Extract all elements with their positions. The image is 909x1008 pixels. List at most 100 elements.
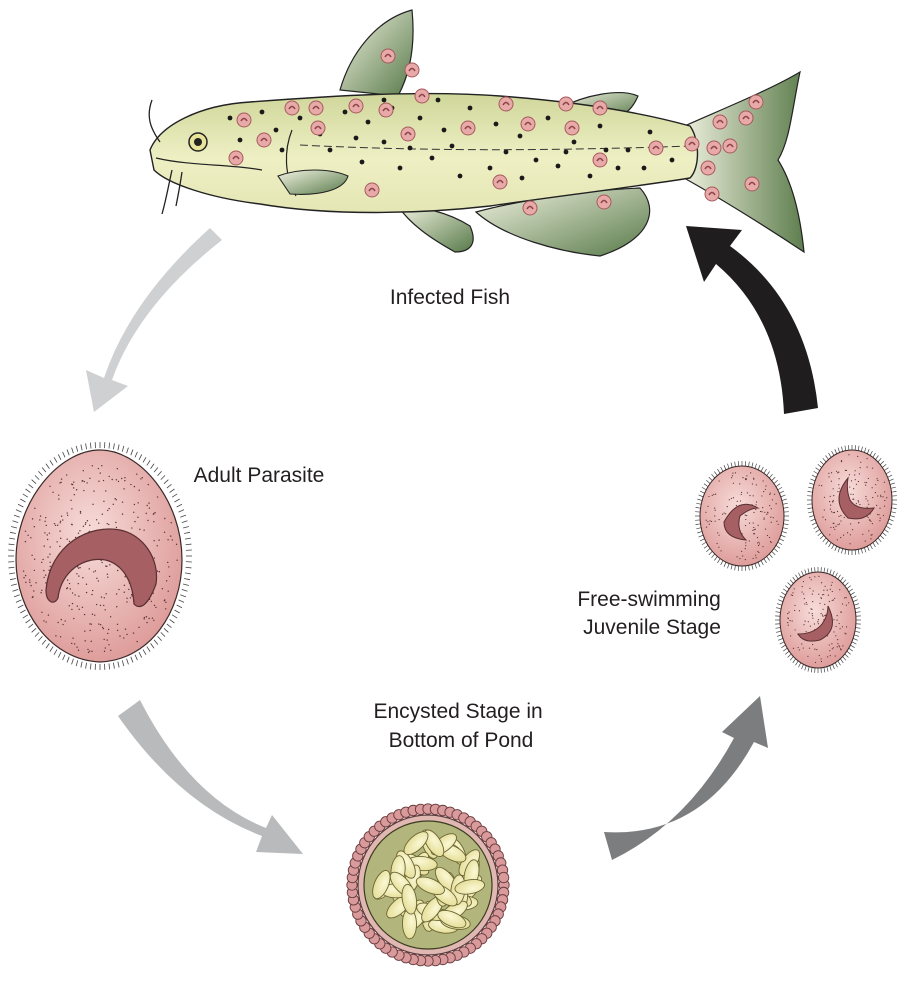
cilium (777, 635, 782, 637)
stipple-dot (762, 546, 763, 547)
cilium (180, 515, 186, 517)
stipple-dot (108, 524, 109, 525)
stipple-dot (750, 472, 751, 473)
stipple-dot (79, 567, 80, 568)
stipple-dot (61, 619, 62, 620)
stipple-dot (810, 625, 811, 626)
stipple-dot (107, 510, 108, 511)
cilium (717, 559, 720, 563)
stipple-dot (835, 635, 836, 636)
cilium (779, 491, 783, 493)
tail-fin (680, 72, 804, 252)
stipple-dot (114, 498, 115, 499)
label-free-swimming: Free-swimming Juvenile Stage (577, 588, 726, 639)
stipple-dot (829, 644, 830, 645)
stipple-dot (753, 512, 754, 513)
stipple-dot (834, 512, 835, 513)
fish-parasite-spot (597, 195, 611, 209)
stipple-dot (154, 557, 155, 558)
cilium (858, 446, 859, 451)
stipple-dot (116, 593, 117, 594)
stipple-dot (170, 535, 171, 536)
stipple-dot (70, 588, 71, 589)
cilium (776, 545, 780, 548)
cilium (752, 463, 753, 468)
cilium (58, 454, 61, 459)
stipple-dot (118, 481, 119, 482)
stipple-dot (58, 498, 59, 499)
cilium (58, 652, 61, 657)
stipple-dot (139, 529, 140, 530)
stipple-dot (787, 622, 788, 623)
stipple-dot (829, 650, 830, 651)
arrow-adult-to-cyst (118, 700, 303, 854)
stipple-dot (98, 522, 99, 523)
cilium (179, 600, 184, 602)
stipple-dot (79, 530, 80, 531)
stipple-dot (34, 508, 35, 509)
stipple-dot (811, 579, 812, 580)
stipple-dot (717, 543, 718, 544)
stipple-dot (880, 518, 881, 519)
stipple-dot (865, 541, 866, 542)
stipple-dot (91, 651, 92, 652)
stipple-dot (833, 512, 834, 513)
cilium (854, 635, 859, 637)
fish-spot (382, 98, 387, 103)
fish-spot (572, 140, 577, 145)
stipple-dot (855, 479, 856, 480)
stipple-dot (794, 588, 795, 589)
cilium (696, 503, 701, 504)
stipple-dot (153, 513, 154, 514)
cilium (826, 456, 829, 460)
stipple-dot (850, 534, 851, 535)
juvenile-parasite (695, 461, 789, 571)
stipple-dot (818, 594, 819, 595)
stipple-dot (706, 520, 707, 521)
stipple-dot (838, 516, 839, 517)
cilium (845, 583, 849, 587)
fish-parasite-spot (559, 97, 573, 111)
cilium (788, 654, 792, 658)
stipple-dot (804, 603, 805, 604)
stipple-dot (839, 488, 840, 489)
stipple-dot (849, 543, 850, 544)
stipple-dot (146, 513, 147, 514)
cilium (122, 446, 124, 452)
stipple-dot (834, 598, 835, 599)
fish-spot (534, 158, 539, 163)
stipple-dot (169, 576, 170, 577)
stipple-dot (745, 519, 746, 520)
stipple-dot (152, 617, 153, 618)
cilium (38, 471, 42, 475)
stipple-dot (124, 477, 125, 478)
stipple-dot (102, 514, 103, 515)
fish-spot (418, 116, 423, 121)
cilium (884, 468, 888, 471)
juvenile-parasite (775, 567, 861, 673)
stipple-dot (788, 624, 789, 625)
stipple-dot (763, 480, 764, 481)
fish-spot (556, 164, 561, 169)
stipple-dot (884, 482, 885, 483)
stipple-dot (78, 596, 79, 597)
cilium (164, 628, 168, 632)
cilium (696, 507, 701, 508)
stipple-dot (741, 551, 742, 552)
stipple-dot (849, 474, 850, 475)
cilium (778, 600, 783, 602)
cilium (9, 544, 15, 545)
cilium (781, 645, 785, 648)
stipple-dot (851, 480, 852, 481)
stipple-dot (25, 575, 26, 576)
stipple-dot (154, 605, 155, 606)
stipple-dot (126, 601, 127, 602)
stipple-dot (67, 512, 68, 513)
stipple-dot (757, 537, 758, 538)
fish-spot (298, 116, 303, 121)
cilium (90, 443, 91, 449)
cilium (10, 578, 16, 579)
stipple-dot (133, 632, 134, 633)
cilium (185, 573, 191, 574)
